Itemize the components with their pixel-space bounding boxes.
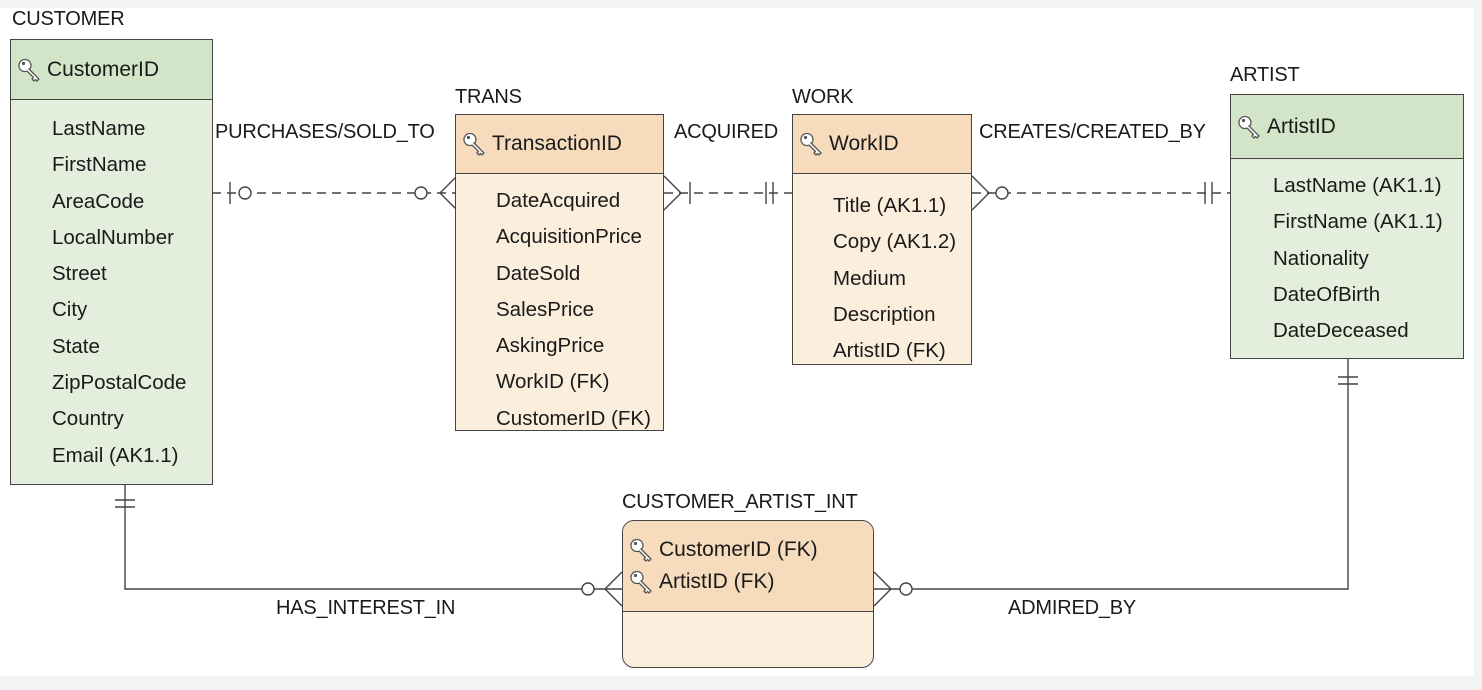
customer-attribute: Email (AK1.1) bbox=[52, 443, 179, 467]
artist-pk-row: ArtistID bbox=[1231, 95, 1463, 159]
trans-attribute: DateSold bbox=[496, 261, 581, 285]
key-icon bbox=[629, 569, 655, 595]
trans-attribute: AskingPrice bbox=[496, 334, 605, 358]
rel-admired-by-label: ADMIRED_BY bbox=[1008, 597, 1137, 619]
entity-title-customer-artist-int: CUSTOMER_ARTIST_INT bbox=[622, 491, 858, 513]
key-icon bbox=[17, 57, 43, 83]
key-icon bbox=[1237, 114, 1263, 140]
artist-attribute: DateDeceased bbox=[1273, 319, 1409, 343]
work-attribute: Medium bbox=[833, 266, 906, 290]
entity-title-customer: CUSTOMER bbox=[12, 8, 125, 30]
trans-pk: TransactionID bbox=[492, 132, 622, 155]
entity-title-trans: TRANS bbox=[455, 86, 522, 108]
artist-pk: ArtistID bbox=[1267, 114, 1336, 138]
work-pk: WorkID bbox=[829, 132, 899, 155]
customer-attribute: LocalNumber bbox=[52, 225, 174, 249]
customer-attribute: FirstName bbox=[52, 153, 147, 177]
artist-attribute: Nationality bbox=[1273, 246, 1369, 270]
rel-acquired-line bbox=[663, 175, 792, 211]
customer-attribute: ZipPostalCode bbox=[52, 371, 187, 395]
trans-attribute: WorkID (FK) bbox=[496, 370, 610, 394]
rel-has-interest-label: HAS_INTEREST_IN bbox=[276, 597, 456, 619]
trans-attribute: AcquisitionPrice bbox=[496, 225, 642, 249]
trans-attribute: DateAcquired bbox=[496, 189, 621, 212]
int-key-artist: ArtistID (FK) bbox=[659, 570, 775, 593]
customer-pk-row: CustomerID bbox=[11, 40, 212, 100]
work-attribute: Copy (AK1.2) bbox=[833, 230, 957, 254]
work-attribute: Description bbox=[833, 302, 936, 326]
work-attribute: ArtistID (FK) bbox=[833, 339, 946, 363]
entity-artist: ArtistID LastName (AK1.1) FirstName (AK1.… bbox=[1230, 94, 1464, 359]
trans-attribute: SalesPrice bbox=[496, 297, 594, 321]
customer-attribute: LastName bbox=[52, 117, 146, 140]
key-icon bbox=[462, 131, 488, 157]
entity-customer-artist-int: CustomerID (FK) ArtistID (FK) bbox=[622, 520, 874, 668]
customer-attribute: Street bbox=[52, 262, 107, 286]
trans-pk-row: TransactionID bbox=[456, 115, 663, 174]
key-icon bbox=[629, 537, 655, 563]
rel-purchases-label: PURCHASES/SOLD_TO bbox=[215, 121, 435, 143]
int-keys: CustomerID (FK) ArtistID (FK) bbox=[623, 521, 873, 612]
entity-title-artist: ARTIST bbox=[1230, 64, 1300, 86]
key-icon bbox=[799, 131, 825, 157]
customer-attribute: Country bbox=[52, 407, 124, 431]
work-attribute: Title (AK1.1) bbox=[833, 194, 947, 217]
customer-pk: CustomerID bbox=[47, 57, 160, 81]
rel-acquired-label: ACQUIRED bbox=[674, 121, 778, 143]
trans-attribute: CustomerID (FK) bbox=[496, 406, 651, 430]
artist-attribute: FirstName (AK1.1) bbox=[1273, 210, 1443, 234]
artist-attributes: LastName (AK1.1) FirstName (AK1.1) Nationa… bbox=[1231, 168, 1463, 349]
customer-attribute: State bbox=[52, 334, 100, 358]
artist-attribute: DateOfBirth bbox=[1273, 282, 1381, 306]
rel-admired-by-line bbox=[873, 358, 1358, 607]
int-key-row: CustomerID (FK) bbox=[629, 534, 818, 566]
int-key-customer: CustomerID (FK) bbox=[659, 538, 818, 561]
artist-attribute: LastName (AK1.1) bbox=[1273, 174, 1442, 197]
customer-attribute: City bbox=[52, 298, 88, 322]
rel-purchases-line bbox=[212, 175, 458, 211]
int-key-row: ArtistID (FK) bbox=[629, 566, 775, 598]
customer-attribute: AreaCode bbox=[52, 189, 145, 213]
rel-creates-line bbox=[971, 175, 1230, 211]
work-pk-row: WorkID bbox=[793, 115, 971, 174]
entity-title-work: WORK bbox=[792, 86, 854, 108]
rel-creates-label: CREATES/CREATED_BY bbox=[979, 121, 1206, 143]
rel-has-interest-line bbox=[115, 484, 623, 607]
